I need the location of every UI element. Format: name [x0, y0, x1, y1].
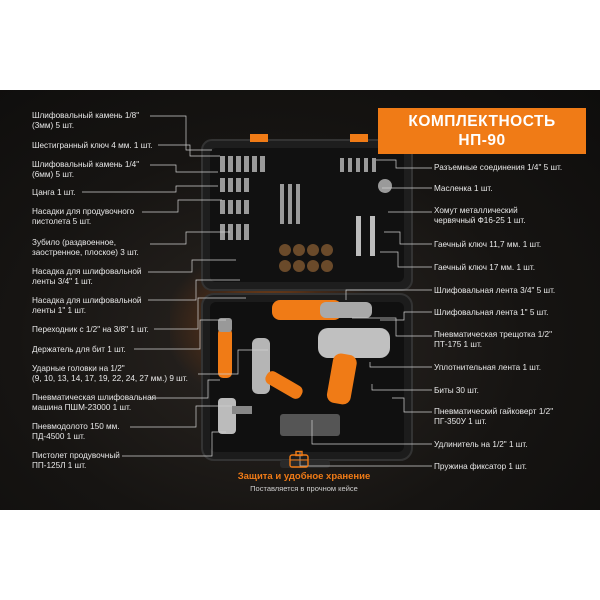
right-label-9: Уплотнительная лента 1 шт.: [434, 363, 541, 372]
briefcase-icon: [289, 450, 309, 468]
ratchet-tool: [272, 300, 372, 320]
right-label-5: Гаечный ключ 17 мм. 1 шт.: [434, 263, 535, 272]
left-label-13: Пневмодолото 150 мм.ПД-4500 1 шт.: [32, 422, 120, 441]
right-label-12: Удлинитель на 1/2" 1 шт.: [434, 440, 528, 449]
left-label-9: Переходник с 1/2" на 3/8" 1 шт.: [32, 325, 149, 334]
right-label-1: Разъемные соединения 1/4" 5 шт.: [434, 163, 563, 172]
left-label-10: Держатель для бит 1 шт.: [32, 345, 126, 354]
blow-gun-tool: [218, 398, 252, 434]
wrenches: [356, 216, 375, 256]
left-label-1: Шлифовальный камень 1/8"(3мм) 5 шт.: [32, 111, 140, 130]
case-lid-tray: [210, 148, 404, 282]
impact-wrench-tool: [318, 328, 390, 405]
left-label-4: Цанга 1 шт.: [32, 188, 76, 197]
title-line2: НП-90: [458, 132, 506, 149]
right-label-10: Биты 30 шт.: [434, 386, 479, 395]
accessory-items: [220, 156, 392, 240]
sockets: [279, 244, 333, 272]
right-label-13: Пружина фиксатор 1 шт.: [434, 462, 527, 471]
left-label-6: Зубило (раздвоенное,заостренное, плоское…: [32, 238, 139, 257]
title-banner: КОМПЛЕКТНОСТЬ НП-90: [378, 108, 586, 154]
footer-title: Защита и удобное хранение: [237, 471, 371, 482]
left-label-3: Шлифовальный камень 1/4"(6мм) 5 шт.: [32, 160, 140, 179]
right-label-7: Шлифовальная лента 1" 5 шт.: [434, 308, 549, 317]
title-line1: КОМПЛЕКТНОСТЬ: [408, 113, 556, 130]
chisel-hammer-tool: [252, 338, 303, 399]
left-label-11: Ударные головки на 1/2"(9, 10, 13, 14, 1…: [32, 364, 188, 383]
right-label-6: Шлифовальная лента 3/4" 5 шт.: [434, 286, 556, 295]
right-label-8: Пневматическая трещотка 1/2"ПТ-175 1 шт.: [434, 330, 552, 349]
case-latch-left: [250, 134, 268, 142]
bits-set: [280, 414, 340, 436]
case-latch-right: [350, 134, 368, 142]
footer-subtitle: Поставляется в прочном кейсе: [250, 484, 358, 493]
right-label-4: Гаечный ключ 11,7 мм. 1 шт.: [434, 240, 542, 249]
right-label-11: Пневматический гайковерт 1/2"ПГ-350У 1 ш…: [434, 407, 554, 426]
tool-case-image: [201, 134, 413, 468]
right-label-2: Масленка 1 шт.: [434, 184, 493, 193]
grinder-tool: [218, 318, 232, 378]
left-label-2: Шестигранный ключ 4 мм. 1 шт.: [32, 141, 153, 150]
